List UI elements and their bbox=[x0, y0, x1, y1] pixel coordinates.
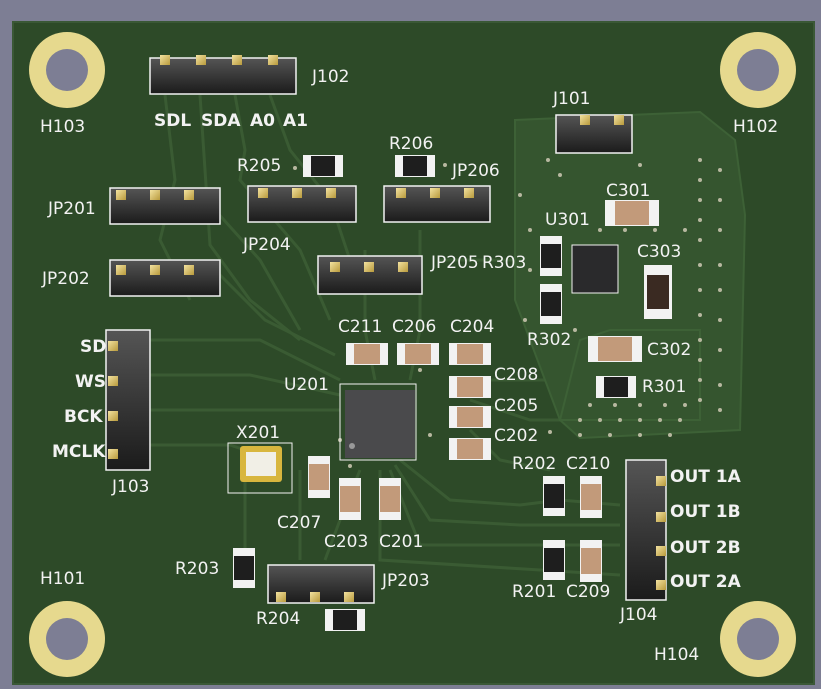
mounting-hole-h103 bbox=[29, 32, 105, 108]
label-r203: R203 bbox=[175, 559, 220, 579]
resistors bbox=[233, 155, 636, 631]
label-h102: H102 bbox=[733, 117, 779, 137]
pin-label-out-1a: OUT 1A bbox=[670, 467, 741, 487]
label-r202: R202 bbox=[512, 454, 557, 474]
label-j102: J102 bbox=[312, 67, 350, 87]
label-r303: R303 bbox=[482, 253, 527, 273]
crystal-x201 bbox=[227, 442, 293, 494]
label-jp202: JP202 bbox=[42, 269, 90, 289]
ic-u301 bbox=[571, 244, 619, 294]
label-h103: H103 bbox=[40, 117, 86, 137]
connector-j104 bbox=[625, 459, 667, 601]
label-jp205: JP205 bbox=[431, 253, 479, 273]
label-c209: C209 bbox=[566, 582, 611, 602]
label-r206: R206 bbox=[389, 134, 434, 154]
label-r204: R204 bbox=[256, 609, 301, 629]
label-r205: R205 bbox=[237, 156, 282, 176]
label-jp204: JP204 bbox=[243, 235, 291, 255]
pin-label-ws: WS bbox=[75, 372, 106, 392]
label-jp206: JP206 bbox=[452, 161, 500, 181]
pin-label-a0: A0 bbox=[250, 111, 275, 131]
label-c203: C203 bbox=[324, 532, 369, 552]
ground-pour bbox=[514, 110, 747, 440]
label-c207: C208 bbox=[494, 365, 539, 385]
label-c301: C301 bbox=[606, 181, 651, 201]
label-c201: C201 bbox=[379, 532, 424, 552]
label-r301: R301 bbox=[642, 377, 687, 397]
label-c202: C202 bbox=[494, 426, 539, 446]
label-c303: C303 bbox=[637, 242, 682, 262]
label-c206: C206 bbox=[392, 317, 437, 337]
label-c204: C204 bbox=[450, 317, 495, 337]
jumper-jp205 bbox=[317, 255, 423, 295]
label-h104: H104 bbox=[654, 645, 700, 665]
jumper-jp204 bbox=[247, 185, 357, 223]
pin-label-mclk: MCLK bbox=[52, 442, 106, 462]
ic-u201 bbox=[339, 383, 417, 461]
label-u201: U201 bbox=[284, 375, 329, 395]
connector-j102 bbox=[149, 55, 297, 95]
label-r302: R302 bbox=[527, 330, 572, 350]
mounting-hole-h104 bbox=[720, 601, 796, 677]
label-j104: J104 bbox=[620, 605, 658, 625]
mounting-hole-h102 bbox=[720, 32, 796, 108]
pin-label-out-1b: OUT 1B bbox=[670, 502, 741, 522]
pin-label-out-2b: OUT 2B bbox=[670, 538, 741, 558]
mounting-hole-h101 bbox=[29, 601, 105, 677]
pin-label-bck: BCK bbox=[64, 407, 103, 427]
label-h101: H101 bbox=[40, 569, 86, 589]
label-r201: R201 bbox=[512, 582, 557, 602]
connector-j101 bbox=[555, 114, 633, 154]
label-jp203: JP203 bbox=[382, 571, 430, 591]
pin-label-sda: SDA bbox=[201, 111, 241, 131]
label-j101: J101 bbox=[553, 89, 591, 109]
label-x201: X201 bbox=[236, 423, 281, 443]
pin-label-sd: SD bbox=[80, 337, 107, 357]
capacitors bbox=[308, 200, 672, 582]
label-j103: J103 bbox=[112, 477, 150, 497]
label-c211: C211 bbox=[338, 317, 383, 337]
pin-label-sdl: SDL bbox=[154, 111, 192, 131]
connector-j103 bbox=[105, 329, 151, 471]
jumper-jp203 bbox=[267, 564, 375, 604]
label-c205: C205 bbox=[494, 396, 539, 416]
pin-label-out-2a: OUT 2A bbox=[670, 572, 741, 592]
label-jp201: JP201 bbox=[48, 199, 96, 219]
label-u301: U301 bbox=[545, 210, 590, 230]
jumper-jp201 bbox=[109, 187, 221, 225]
jumper-jp206 bbox=[383, 185, 491, 223]
label-c210: C210 bbox=[566, 454, 611, 474]
jumper-jp202 bbox=[109, 259, 221, 297]
label-c208: C207 bbox=[277, 513, 322, 533]
label-c302: C302 bbox=[647, 340, 692, 360]
pin-label-a1: A1 bbox=[283, 111, 308, 131]
